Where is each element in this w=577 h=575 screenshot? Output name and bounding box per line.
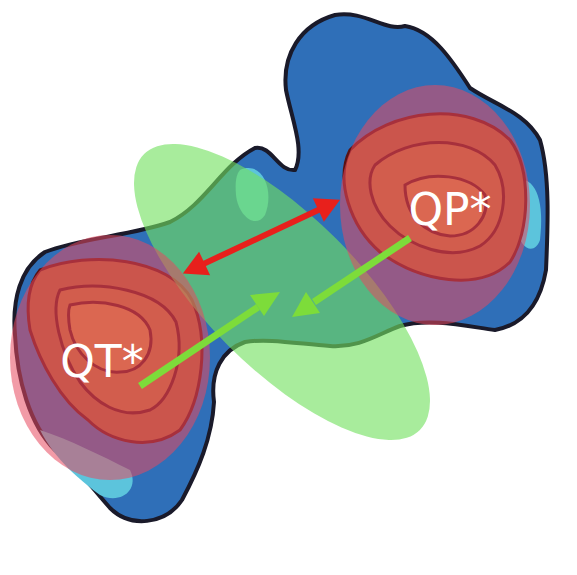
flow-arrow-head xyxy=(250,292,280,316)
arrow-head xyxy=(183,252,210,276)
arrow-shaft xyxy=(201,208,322,265)
flow-arrow-shaft xyxy=(140,307,258,386)
state-label: QT* xyxy=(60,340,144,384)
state-region: QT* xyxy=(10,235,210,480)
state-label: QP* xyxy=(408,188,491,232)
flow-arrow-head xyxy=(292,292,320,317)
arrow-head xyxy=(313,198,340,222)
exchange-arrow xyxy=(183,198,340,275)
region-ellipse-shape xyxy=(340,85,530,325)
state-region: QP* xyxy=(340,85,530,325)
flow-arrow xyxy=(140,238,410,386)
flow-arrow-shaft xyxy=(314,238,410,302)
region-ellipse-shape xyxy=(10,235,210,480)
